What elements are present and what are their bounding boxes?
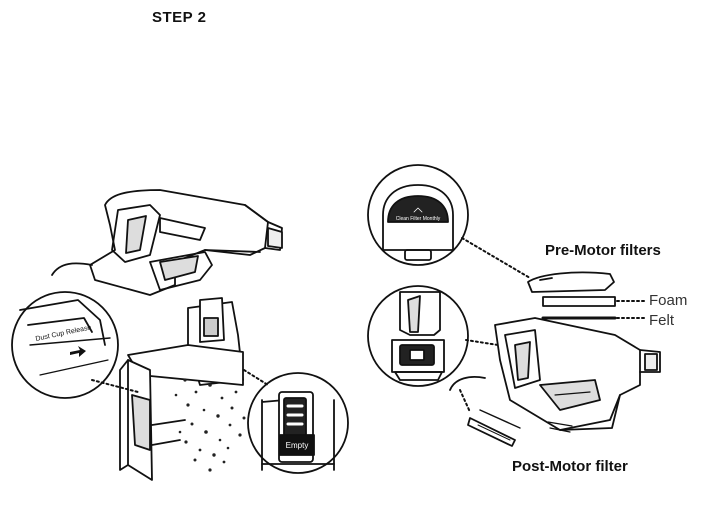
dust-cup-assembly (119, 297, 244, 481)
foam-label: Foam (649, 292, 688, 309)
step-title: STEP 2 (152, 9, 207, 26)
callout-clean-filter-monthly: Clean Filter Monthly (367, 164, 469, 266)
callout-motor-housing (367, 285, 469, 387)
post-motor-filter-label: Post-Motor filter (512, 458, 628, 475)
dust-particles (174, 378, 246, 472)
leader-line-filter-monthly (461, 237, 531, 279)
clean-filter-monthly-text: Clean Filter Monthly (396, 216, 441, 222)
callout-dust-cup-release: Dust Cup Release (11, 291, 119, 399)
pre-motor-filters-label: Pre-Motor filters (545, 242, 661, 259)
vacuum-handheld-left (51, 189, 283, 296)
callout-empty: Empty (247, 372, 349, 474)
leader-line-empty (243, 369, 269, 386)
foam-filter (542, 296, 616, 307)
felt-label: Felt (649, 312, 675, 329)
leader-line-motor (465, 339, 499, 346)
empty-text: Empty (286, 441, 309, 450)
leader-line-dust-cup (91, 379, 139, 393)
leader-line-post-motor (459, 389, 471, 413)
filter-cover (527, 271, 615, 293)
vacuum-handheld-right (449, 317, 661, 433)
post-motor-filter-piece (467, 409, 521, 447)
